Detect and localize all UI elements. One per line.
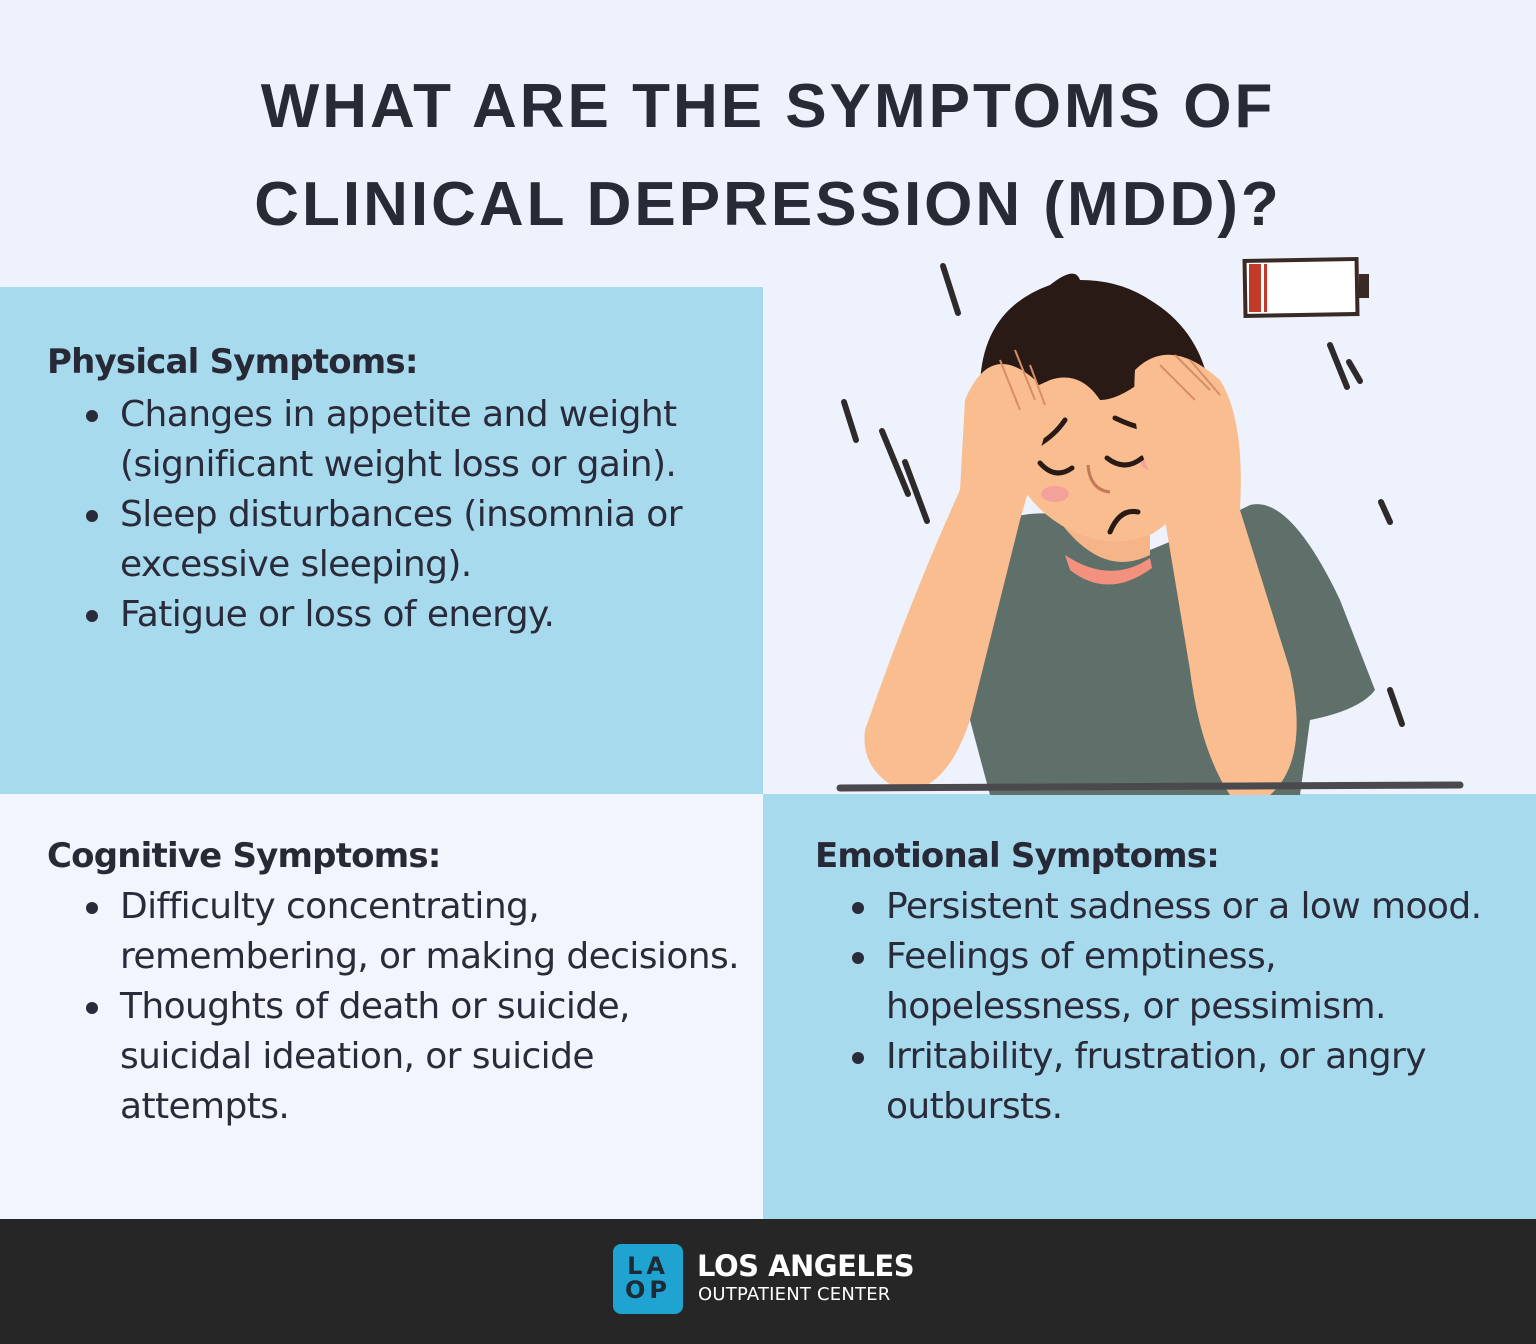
emotional-panel (763, 794, 1536, 1219)
list-item: Irritability, frustration, or angry outb… (846, 1032, 1526, 1132)
low-battery-icon (1242, 256, 1369, 318)
list-item: Fatigue or loss of energy. (80, 590, 720, 640)
cognitive-panel (0, 794, 763, 1219)
emotional-symptoms-list: Persistent sadness or a low mood. Feelin… (846, 882, 1526, 1132)
brand-subtitle: OUTPATIENT CENTER (698, 1284, 891, 1305)
title-line-2: CLINICAL DEPRESSION (MDD)? (254, 170, 1282, 239)
list-item: Changes in appetite and weight (signific… (80, 390, 720, 490)
list-item: Thoughts of death or suicide, suicidal i… (80, 982, 740, 1132)
page-title: WHAT ARE THE SYMPTOMS OF CLINICAL DEPRES… (0, 58, 1536, 254)
emotional-symptoms-heading: Emotional Symptoms: (815, 836, 1220, 876)
physical-symptoms-heading: Physical Symptoms: (47, 342, 418, 382)
laop-logo-icon: LA OP (613, 1244, 683, 1314)
footer: LA OP LOS ANGELES OUTPATIENT CENTER (0, 1219, 1536, 1344)
physical-symptoms-list: Changes in appetite and weight (signific… (80, 390, 720, 640)
cognitive-symptoms-heading: Cognitive Symptoms: (47, 836, 441, 876)
brand-name: LOS ANGELES (697, 1249, 915, 1283)
list-item: Feelings of emptiness, hopelessness, or … (846, 932, 1526, 1032)
stressed-person-illustration (836, 256, 1464, 795)
list-item: Sleep disturbances (insomnia or excessiv… (80, 490, 720, 590)
cognitive-symptoms-list: Difficulty concentrating, remembering, o… (80, 882, 740, 1132)
list-item: Difficulty concentrating, remembering, o… (80, 882, 740, 982)
list-item: Persistent sadness or a low mood. (846, 882, 1526, 932)
physical-panel (0, 287, 763, 794)
motion-lines-icon (841, 263, 1405, 727)
title-line-1: WHAT ARE THE SYMPTOMS OF (260, 72, 1276, 141)
